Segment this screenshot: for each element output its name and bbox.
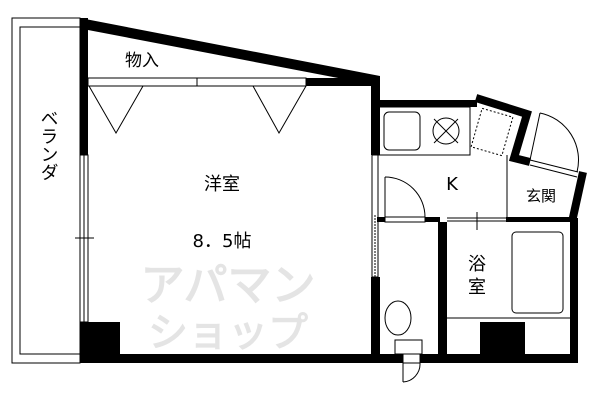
window-kitchen-side	[371, 154, 379, 278]
bath-doorway[interactable]	[447, 212, 506, 230]
kitchen-label: K	[446, 174, 459, 195]
toilet-icon	[384, 300, 423, 355]
svg-text:ショップ: ショップ	[148, 310, 308, 356]
svg-text:アパマン: アパマン	[140, 260, 315, 311]
closet-doors	[87, 77, 307, 135]
window-balcony	[75, 154, 94, 323]
closet-label: 物入	[125, 51, 159, 71]
western-room-size: 8．5帖	[193, 231, 252, 252]
bath-label-1: 浴	[468, 254, 486, 275]
bath-label-2: 室	[468, 277, 486, 298]
angled-wall	[474, 94, 532, 166]
watermark-logo: アパマン ショップ	[140, 260, 315, 356]
fridge-space	[470, 107, 514, 157]
entrance-door[interactable]	[529, 112, 580, 178]
walls	[80, 18, 578, 363]
western-room-label: 洋室	[204, 174, 240, 195]
sink-icon	[383, 111, 421, 151]
balcony-label: ベランダ	[38, 109, 59, 181]
bathtub	[511, 231, 564, 314]
toilet-door[interactable]	[402, 353, 421, 383]
entrance-label: 玄関	[526, 187, 556, 205]
balcony	[11, 17, 81, 364]
stove-icon	[432, 117, 460, 145]
angled-wall-right	[568, 171, 587, 223]
kitchen-counter	[376, 106, 471, 156]
kitchen-door[interactable]	[384, 176, 426, 223]
